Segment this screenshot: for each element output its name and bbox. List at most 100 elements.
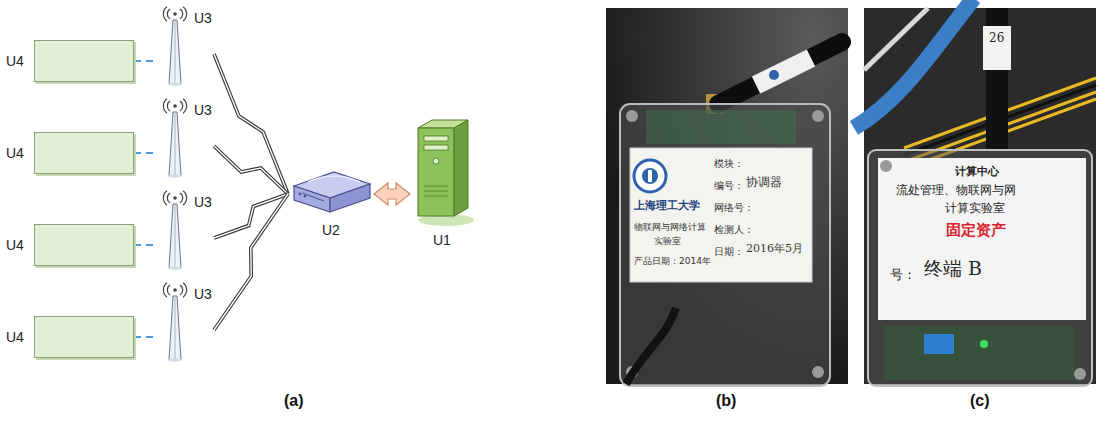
- wired-link: [134, 336, 158, 338]
- server-symbol: [410, 116, 474, 228]
- antenna-node: U3: [158, 282, 214, 362]
- drawing-part: [168, 174, 182, 178]
- router-symbol: [288, 166, 374, 218]
- node-label: U4: [6, 53, 24, 69]
- unit-label: U4: [6, 53, 24, 69]
- unit-label: U3: [194, 194, 212, 210]
- university-logo: [648, 170, 652, 182]
- university-logo: [634, 160, 666, 192]
- wireless-link: [214, 146, 288, 194]
- handwritten-value: 2016年5月: [746, 243, 803, 256]
- antenna-node: U3: [158, 6, 214, 86]
- wireless-link-fill: [214, 54, 288, 194]
- server-node: U1: [410, 116, 474, 249]
- panel-letter: (c): [970, 392, 990, 410]
- drawing-part: [302, 193, 324, 201]
- unit-label: U3: [194, 286, 212, 302]
- drawing-part: [424, 196, 448, 197]
- drawing-part: [180, 9, 183, 19]
- drawing-part: [180, 193, 183, 203]
- field-name: 检测人：: [714, 224, 754, 236]
- network-cable: [854, 0, 974, 128]
- screw: [626, 110, 638, 122]
- drawing-part: [173, 288, 177, 292]
- antenna: [718, 42, 842, 104]
- lab-name: 流处管理、物联网与网: [896, 184, 1016, 198]
- department-name: 计算中心: [955, 166, 999, 179]
- photo-coordinator: [606, 8, 848, 386]
- unit-label: U2: [322, 222, 340, 238]
- led: [980, 340, 988, 348]
- wireless-link-outline: [214, 194, 288, 330]
- drawing-part: [173, 196, 177, 200]
- unit-label: U3: [194, 102, 212, 118]
- drawing-part: [180, 101, 183, 111]
- drawing-part: [180, 285, 183, 295]
- field-name: 日期：: [714, 246, 744, 258]
- wireless-link-outline: [214, 194, 288, 238]
- drawing-part: [183, 283, 187, 297]
- drawing-part: [168, 266, 182, 270]
- wireless-link: [214, 194, 288, 330]
- client-node: U4: [6, 316, 134, 358]
- drawing-part: [424, 186, 448, 187]
- wireless-link: [214, 54, 288, 194]
- drawing-part: [174, 21, 176, 83]
- client-box: [34, 40, 134, 82]
- unit-label: U1: [433, 232, 451, 248]
- client-node: U4: [6, 40, 134, 82]
- drawing-part: [163, 283, 167, 297]
- antenna-symbol: [158, 6, 192, 86]
- field-name: 网络号：: [714, 202, 754, 214]
- lab-name: 物联网与网络计算: [634, 222, 706, 232]
- drawing-part: [167, 101, 170, 111]
- node-label: U3: [194, 194, 212, 210]
- drawing-part: [183, 191, 187, 205]
- node-label: U3: [194, 10, 212, 26]
- drawing-part: [424, 145, 448, 150]
- drawing-part: [167, 9, 170, 19]
- node-label: U4: [6, 329, 24, 345]
- device-case: [868, 150, 1092, 386]
- antenna-node: U3: [158, 190, 214, 270]
- drawing-part: [173, 12, 177, 16]
- photo-terminal: [854, 0, 1096, 386]
- drawing-part: [183, 7, 187, 21]
- asset-stamp: 固定资产: [946, 222, 1006, 239]
- client-box: [34, 316, 134, 358]
- field-name: 编号：: [714, 180, 744, 192]
- circuit-board: [884, 326, 1074, 380]
- paper-label: [630, 148, 812, 282]
- antenna-symbol: [158, 190, 192, 270]
- antenna-symbol: [158, 282, 192, 362]
- node-label: U3: [194, 286, 212, 302]
- panel-letter: (a): [284, 392, 304, 410]
- cable: [626, 308, 676, 384]
- wireless-link: [214, 194, 288, 238]
- drawing-part: [433, 158, 439, 164]
- wireless-link-outline: [214, 54, 288, 194]
- drawing-part: [424, 191, 448, 192]
- antenna-sticker: [756, 58, 811, 85]
- wired-link: [134, 60, 158, 62]
- unit-label: U4: [6, 237, 24, 253]
- node-label: U1: [433, 232, 451, 248]
- antenna-node: U3: [158, 98, 214, 178]
- drawing-part: [299, 193, 302, 196]
- client-box: [34, 132, 134, 174]
- panel-letter: (b): [716, 392, 736, 410]
- drawing-part: [454, 120, 468, 216]
- drawing-part: [173, 104, 177, 108]
- router-node: U2: [288, 166, 374, 239]
- sticker-logo: [769, 70, 779, 80]
- drawing-part: [169, 204, 181, 268]
- screw: [812, 110, 824, 122]
- node-label: U4: [6, 237, 24, 253]
- drawing-part: [163, 191, 167, 205]
- field-name: 号：: [890, 268, 916, 283]
- handwritten-value: 终端 B: [924, 258, 982, 280]
- university-name: 上海理工大学: [634, 200, 700, 213]
